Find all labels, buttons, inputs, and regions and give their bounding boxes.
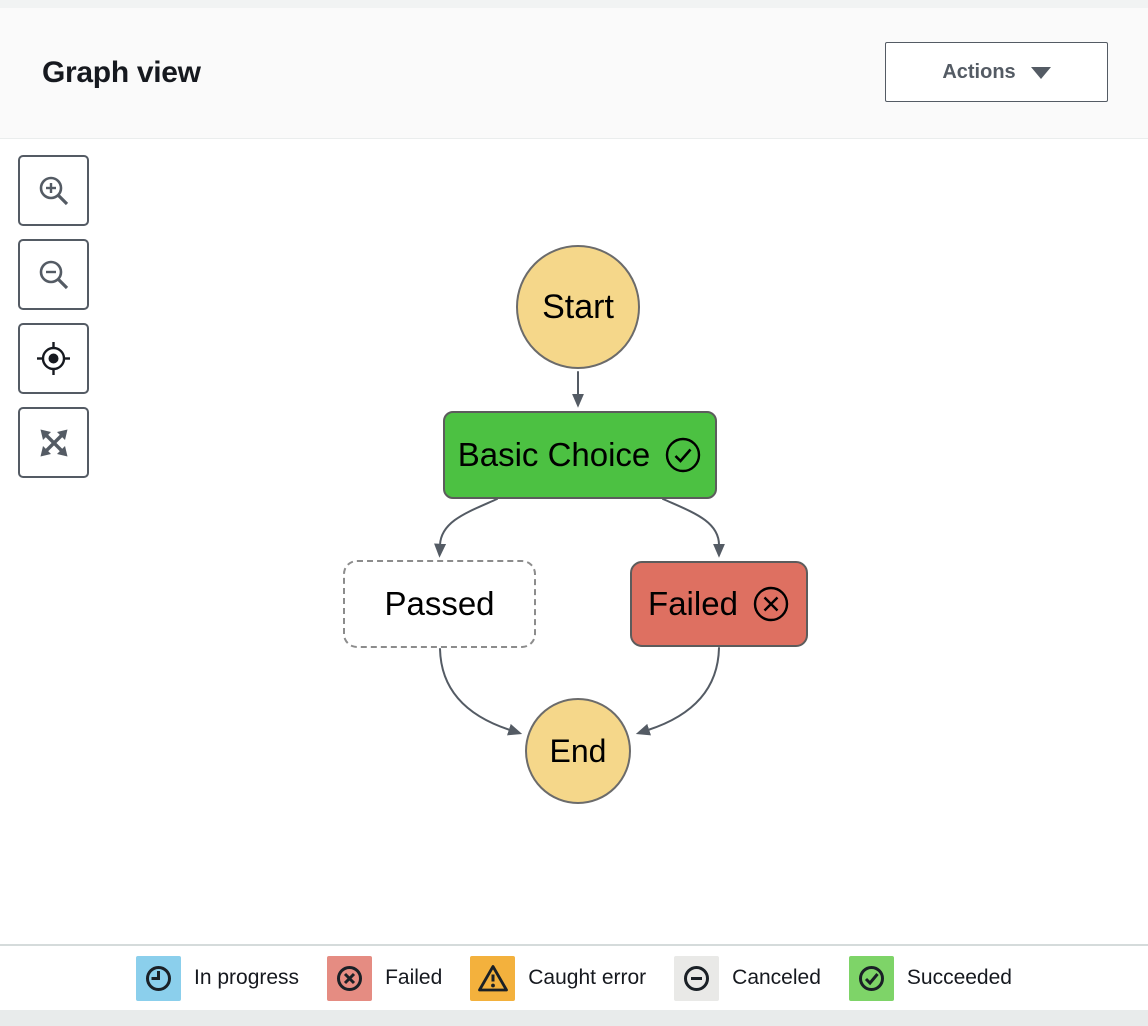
node-failed-label: Failed bbox=[648, 585, 738, 622]
legend-item-failed: Failed bbox=[327, 955, 443, 1001]
status-legend: In progress Failed Caught error bbox=[0, 944, 1148, 1010]
zoom-out-icon bbox=[39, 260, 68, 289]
canvas-toolbar bbox=[18, 155, 89, 478]
canceled-swatch bbox=[674, 955, 720, 1001]
node-end[interactable]: End bbox=[525, 698, 631, 804]
actions-button-label: Actions bbox=[942, 60, 1016, 83]
fit-view-icon bbox=[40, 429, 67, 456]
graph-canvas[interactable]: Start Basic Choice Passed Failed End bbox=[0, 139, 1148, 944]
fit-view-button[interactable] bbox=[18, 407, 89, 478]
node-basic-choice[interactable]: Basic Choice bbox=[443, 411, 717, 499]
node-start-label: Start bbox=[542, 287, 614, 326]
check-circle-icon bbox=[666, 437, 701, 473]
x-circle-icon bbox=[337, 965, 363, 991]
legend-label: Succeeded bbox=[906, 966, 1012, 989]
in-progress-swatch bbox=[136, 955, 181, 1001]
legend-item-canceled: Canceled bbox=[674, 955, 821, 1001]
clock-icon bbox=[146, 965, 171, 991]
failed-swatch bbox=[327, 955, 373, 1001]
node-basic-choice-label: Basic Choice bbox=[457, 436, 651, 473]
legend-label: Canceled bbox=[732, 966, 821, 989]
caught-error-swatch bbox=[470, 955, 516, 1001]
node-passed-label: Passed bbox=[384, 585, 495, 622]
node-failed[interactable]: Failed bbox=[630, 561, 808, 647]
caret-down-icon bbox=[1030, 67, 1051, 79]
warning-triangle-icon bbox=[477, 964, 508, 991]
zoom-in-icon bbox=[39, 176, 68, 205]
page-title: Graph view bbox=[42, 56, 201, 89]
x-circle-icon bbox=[753, 586, 789, 622]
check-circle-icon bbox=[858, 965, 884, 991]
legend-label: Failed bbox=[385, 966, 443, 989]
node-start[interactable]: Start bbox=[516, 245, 640, 369]
center-target-icon bbox=[37, 342, 70, 375]
panel-gap bbox=[0, 1010, 1148, 1026]
node-end-label: End bbox=[549, 732, 607, 769]
minus-circle-icon bbox=[684, 965, 710, 991]
legend-item-in-progress: In progress bbox=[136, 955, 300, 1001]
legend-item-succeeded: Succeeded bbox=[848, 955, 1012, 1001]
node-passed[interactable]: Passed bbox=[343, 560, 536, 648]
center-graph-button[interactable] bbox=[18, 323, 89, 394]
zoom-in-button[interactable] bbox=[18, 155, 89, 226]
panel-header: Graph view Actions bbox=[0, 8, 1148, 139]
legend-item-caught-error: Caught error bbox=[470, 955, 647, 1001]
succeeded-swatch bbox=[848, 955, 894, 1001]
zoom-out-button[interactable] bbox=[18, 239, 89, 310]
legend-label: In progress bbox=[194, 966, 300, 989]
graph-edges bbox=[434, 371, 725, 736]
legend-label: Caught error bbox=[528, 966, 647, 989]
actions-button[interactable]: Actions bbox=[885, 42, 1108, 102]
